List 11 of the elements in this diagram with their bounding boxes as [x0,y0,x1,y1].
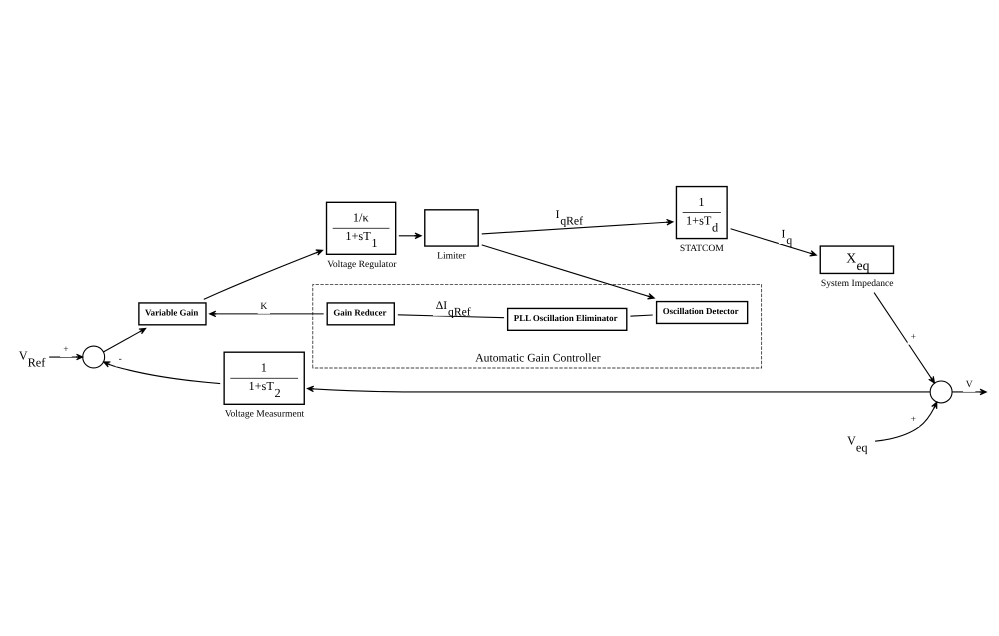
node-label: STATCOM [680,242,724,254]
edge-label: + [63,344,69,355]
edge-label: K [260,300,268,312]
node-label: Voltage Measurment [224,408,304,420]
edge-label: V [966,378,973,390]
node-label: Limiter [437,250,466,262]
node-label: Voltage Regulator [327,258,396,270]
edge-label: + [910,413,916,424]
edge-label: + [910,331,916,342]
node-label: System Impedance [820,277,894,288]
edge-label: - [118,353,122,364]
